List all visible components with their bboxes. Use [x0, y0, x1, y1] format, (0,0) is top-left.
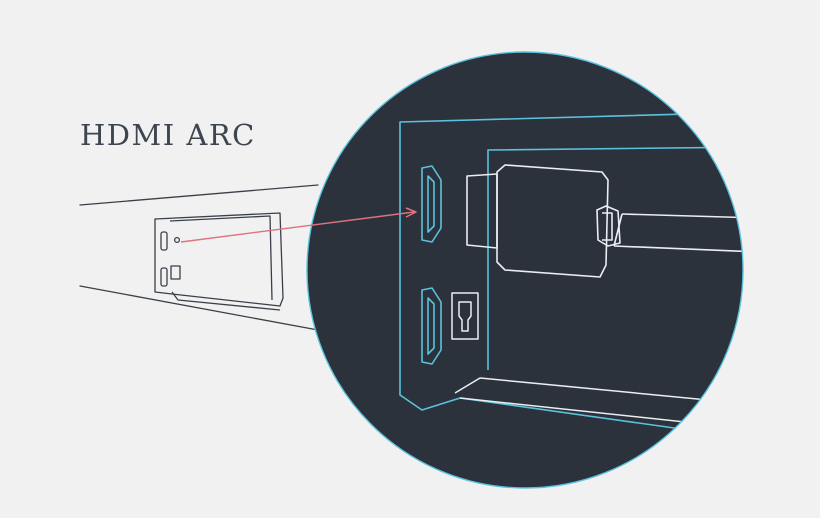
strain-relief [596, 205, 621, 247]
panel-outline [399, 111, 743, 441]
hdmi-cable-connector [466, 164, 743, 278]
recess-outer [154, 212, 284, 307]
hdmi-arc-label: HDMI ARC [80, 118, 256, 152]
cable-bottom-line [613, 245, 743, 253]
magnifier-ring [306, 51, 744, 489]
small-optical-port-icon [170, 265, 181, 280]
rear-plate-outline [487, 146, 743, 370]
zoomed-port-panel [399, 111, 743, 441]
hdmi-arc-port-icon [421, 165, 442, 243]
cable-end [613, 213, 623, 247]
small-led-icon [173, 236, 181, 244]
soundbar-port-recess [154, 212, 284, 311]
small-hdmi-port-lower-icon [160, 267, 168, 287]
soundbar-top-edge [79, 184, 319, 206]
small-hdmi-port-icon [160, 231, 168, 251]
magnifier-lens [307, 52, 743, 488]
connector-housing [496, 164, 609, 278]
connector-plug [466, 173, 498, 249]
optical-port-icon [451, 292, 479, 340]
recess-inner [169, 215, 273, 301]
pointer-arrow-head [405, 207, 417, 218]
pointer-arrow-line [180, 211, 415, 243]
recess-ledge [171, 291, 281, 311]
soundbar-bottom-edge [79, 285, 319, 331]
ledge-top [454, 377, 743, 406]
soundbar-body [79, 184, 319, 331]
hdmi-port-lower-icon [421, 287, 442, 365]
